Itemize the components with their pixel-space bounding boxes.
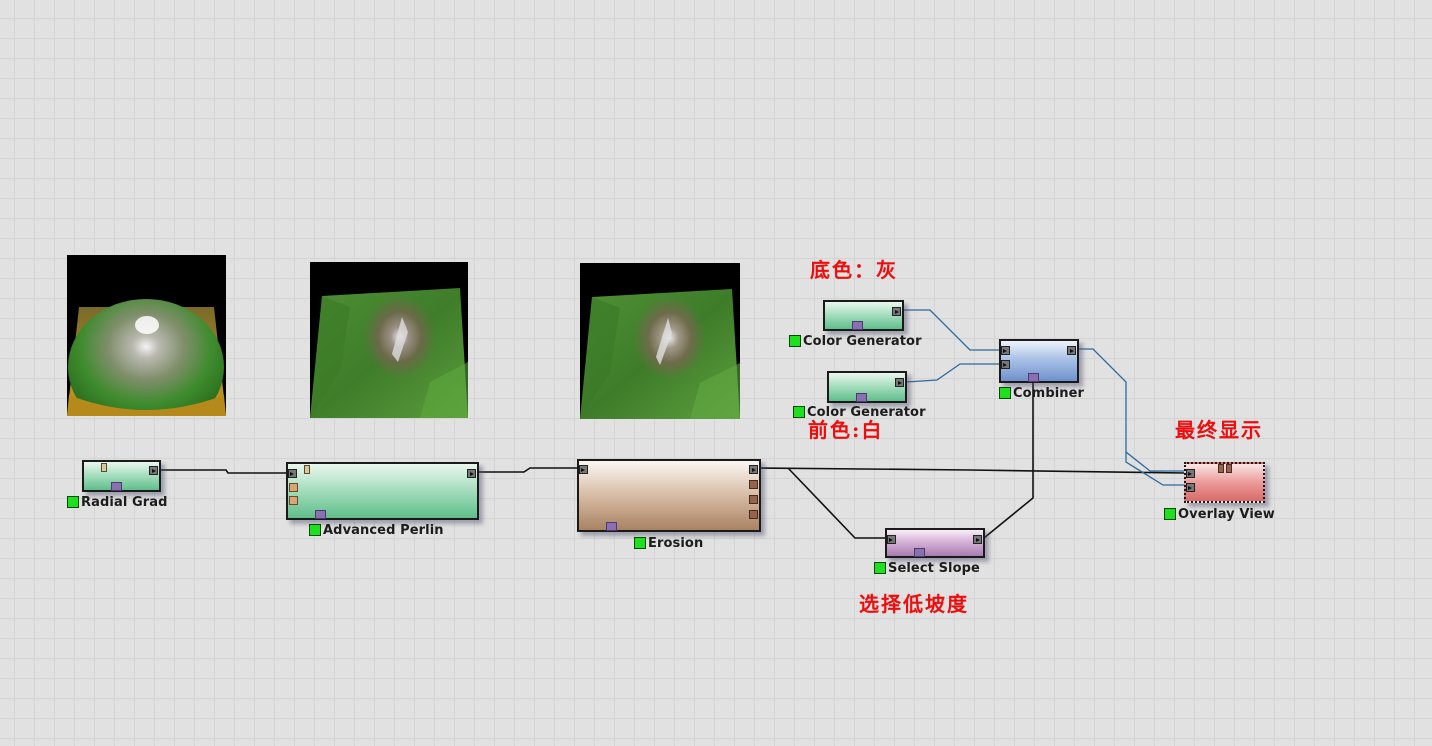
status-led-icon <box>67 496 79 508</box>
wire-erosion-to-overlay[interactable] <box>759 467 1186 474</box>
status-led-icon <box>309 524 321 536</box>
color-generator-1-mask-port[interactable] <box>852 321 863 330</box>
color-generator-2-label: Color Generator <box>793 404 926 420</box>
combiner-input-port-1[interactable] <box>1001 346 1010 355</box>
radial-grad-output-port[interactable] <box>149 466 158 475</box>
status-led-icon <box>634 537 646 549</box>
select-slope-node[interactable] <box>885 528 985 558</box>
node-title: Combiner <box>1013 385 1085 401</box>
wire-radial-to-perlin[interactable] <box>160 469 287 474</box>
wire-erosion-to-select-slope[interactable] <box>787 467 886 539</box>
node-title: Color Generator <box>803 333 922 349</box>
select-slope-label: Select Slope <box>874 560 980 576</box>
wire-combiner-to-overlay-2[interactable] <box>1125 452 1185 486</box>
radial-grad-mask-port[interactable] <box>111 482 122 491</box>
node-title: Radial Grad <box>81 494 168 510</box>
advanced-perlin-node[interactable] <box>286 462 479 520</box>
erosion-param-port-2[interactable] <box>749 495 758 504</box>
annotation-base-color: 底色：灰 <box>810 258 898 282</box>
wire-perlin-to-erosion[interactable] <box>478 467 578 473</box>
advanced-perlin-preview <box>310 262 468 418</box>
status-led-icon <box>999 387 1011 399</box>
combiner-output-port[interactable] <box>1067 346 1076 355</box>
advanced-perlin-mask-port[interactable] <box>315 510 326 519</box>
combiner-mask-port[interactable] <box>1028 373 1039 382</box>
radial-grad-label: Radial Grad <box>67 494 168 510</box>
color-generator-1-label: Color Generator <box>789 333 922 349</box>
combiner-node[interactable] <box>999 339 1079 383</box>
color-generator-1-node[interactable] <box>823 300 904 331</box>
annotation-front-color: 前色:白 <box>808 418 884 442</box>
wire-combiner-to-overlay[interactable] <box>1077 348 1185 472</box>
select-slope-input-port[interactable] <box>887 535 896 544</box>
status-led-icon <box>874 562 886 574</box>
overlay-view-label: Overlay View <box>1164 506 1275 522</box>
select-slope-mask-port[interactable] <box>914 548 925 557</box>
combiner-input-port-2[interactable] <box>1001 360 1010 369</box>
erosion-input-port[interactable] <box>579 465 588 474</box>
radial-grad-preview <box>67 255 226 416</box>
color-generator-2-mask-port[interactable] <box>856 393 867 402</box>
color-generator-2-node[interactable] <box>827 371 907 403</box>
advanced-perlin-param-port-2[interactable] <box>289 496 298 505</box>
erosion-node[interactable] <box>577 459 761 532</box>
combiner-label: Combiner <box>999 385 1085 401</box>
advanced-perlin-param-port-1[interactable] <box>289 483 298 492</box>
overlay-view-node[interactable] <box>1184 462 1265 503</box>
wire-colorgen1-to-combiner[interactable] <box>903 309 1000 351</box>
erosion-preview <box>580 263 740 419</box>
erosion-param-port-1[interactable] <box>749 480 758 489</box>
advanced-perlin-input-port[interactable] <box>288 469 297 478</box>
overlay-view-param-port-2[interactable] <box>1226 464 1232 473</box>
radial-grad-node[interactable] <box>82 460 161 492</box>
status-led-icon <box>1164 508 1176 520</box>
node-title: Overlay View <box>1178 506 1275 522</box>
node-title: Advanced Perlin <box>323 522 444 538</box>
status-led-icon <box>793 406 805 418</box>
erosion-mask-port[interactable] <box>606 522 617 531</box>
annotation-select-low-slope: 选择低坡度 <box>859 592 969 616</box>
erosion-label: Erosion <box>634 535 704 551</box>
overlay-view-param-port-1[interactable] <box>1218 464 1224 473</box>
status-led-icon <box>789 335 801 347</box>
overlay-view-input-port-1[interactable] <box>1186 469 1195 478</box>
wire-select-slope-to-combiner[interactable] <box>983 382 1034 539</box>
erosion-param-port-3[interactable] <box>749 510 758 519</box>
wire-colorgen2-to-combiner[interactable] <box>905 363 1000 383</box>
advanced-perlin-output-port[interactable] <box>467 469 476 478</box>
overlay-view-input-port-2[interactable] <box>1186 483 1195 492</box>
node-title: Select Slope <box>888 560 980 576</box>
annotation-final-display: 最终显示 <box>1175 418 1263 442</box>
radial-grad-top-port[interactable] <box>101 463 107 472</box>
advanced-perlin-top-port[interactable] <box>304 465 310 474</box>
advanced-perlin-label: Advanced Perlin <box>309 522 444 538</box>
select-slope-output-port[interactable] <box>973 535 982 544</box>
erosion-output-port[interactable] <box>749 465 758 474</box>
color-generator-1-output-port[interactable] <box>892 307 901 316</box>
node-title: Color Generator <box>807 404 926 420</box>
node-title: Erosion <box>648 535 704 551</box>
color-generator-2-output-port[interactable] <box>895 378 904 387</box>
